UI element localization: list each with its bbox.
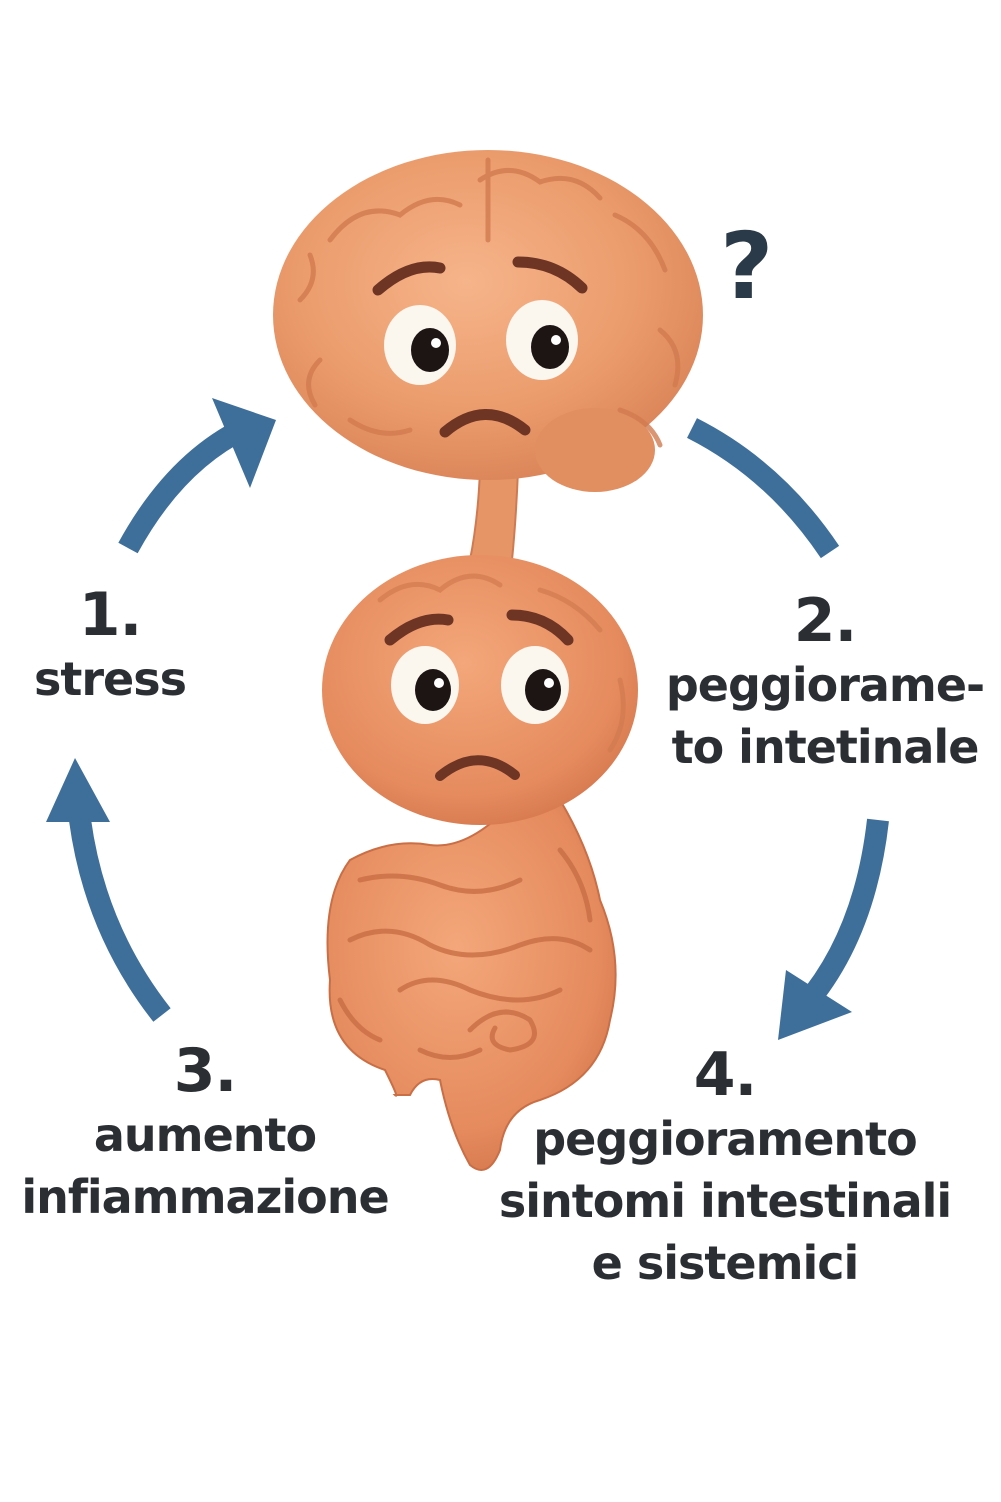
step-label: peggiorame- to intetinale: [665, 658, 985, 774]
step-label: stress: [33, 652, 187, 706]
arrow-step2-to-step4: [796, 818, 889, 1013]
step-intestinal-worsening: 2. peggiorame- to intetinale: [660, 588, 990, 778]
step-number: 3.: [173, 1036, 238, 1106]
arrow-head-1: [212, 398, 276, 488]
arrow-head-2: [778, 970, 852, 1040]
step-number: 2.: [793, 586, 858, 656]
arrow-brain-to-step2: [687, 418, 840, 559]
step-label: peggioramento sintomi intestinali e sist…: [498, 1112, 952, 1290]
brain-stem: [468, 469, 520, 561]
step-number: 1.: [78, 580, 143, 650]
step-symptoms-worsening: 4. peggioramento sintomi intestinali e s…: [495, 1042, 955, 1294]
sad-gut-icon: [322, 555, 638, 1171]
arrow-head-3: [46, 758, 110, 822]
sad-brain-icon: [273, 150, 703, 492]
step-inflammation-increase: 3. aumento infiammazione: [10, 1038, 400, 1228]
cycle-arrow-icon: [46, 398, 889, 1040]
step-label: aumento infiammazione: [21, 1108, 389, 1224]
arrow-step3-to-step1: [69, 818, 171, 1022]
step-stress: 1. stress: [10, 582, 210, 710]
step-number: 4.: [693, 1040, 758, 1110]
question-mark: ?: [720, 213, 773, 320]
arrow-stress-to-brain: [118, 418, 250, 554]
